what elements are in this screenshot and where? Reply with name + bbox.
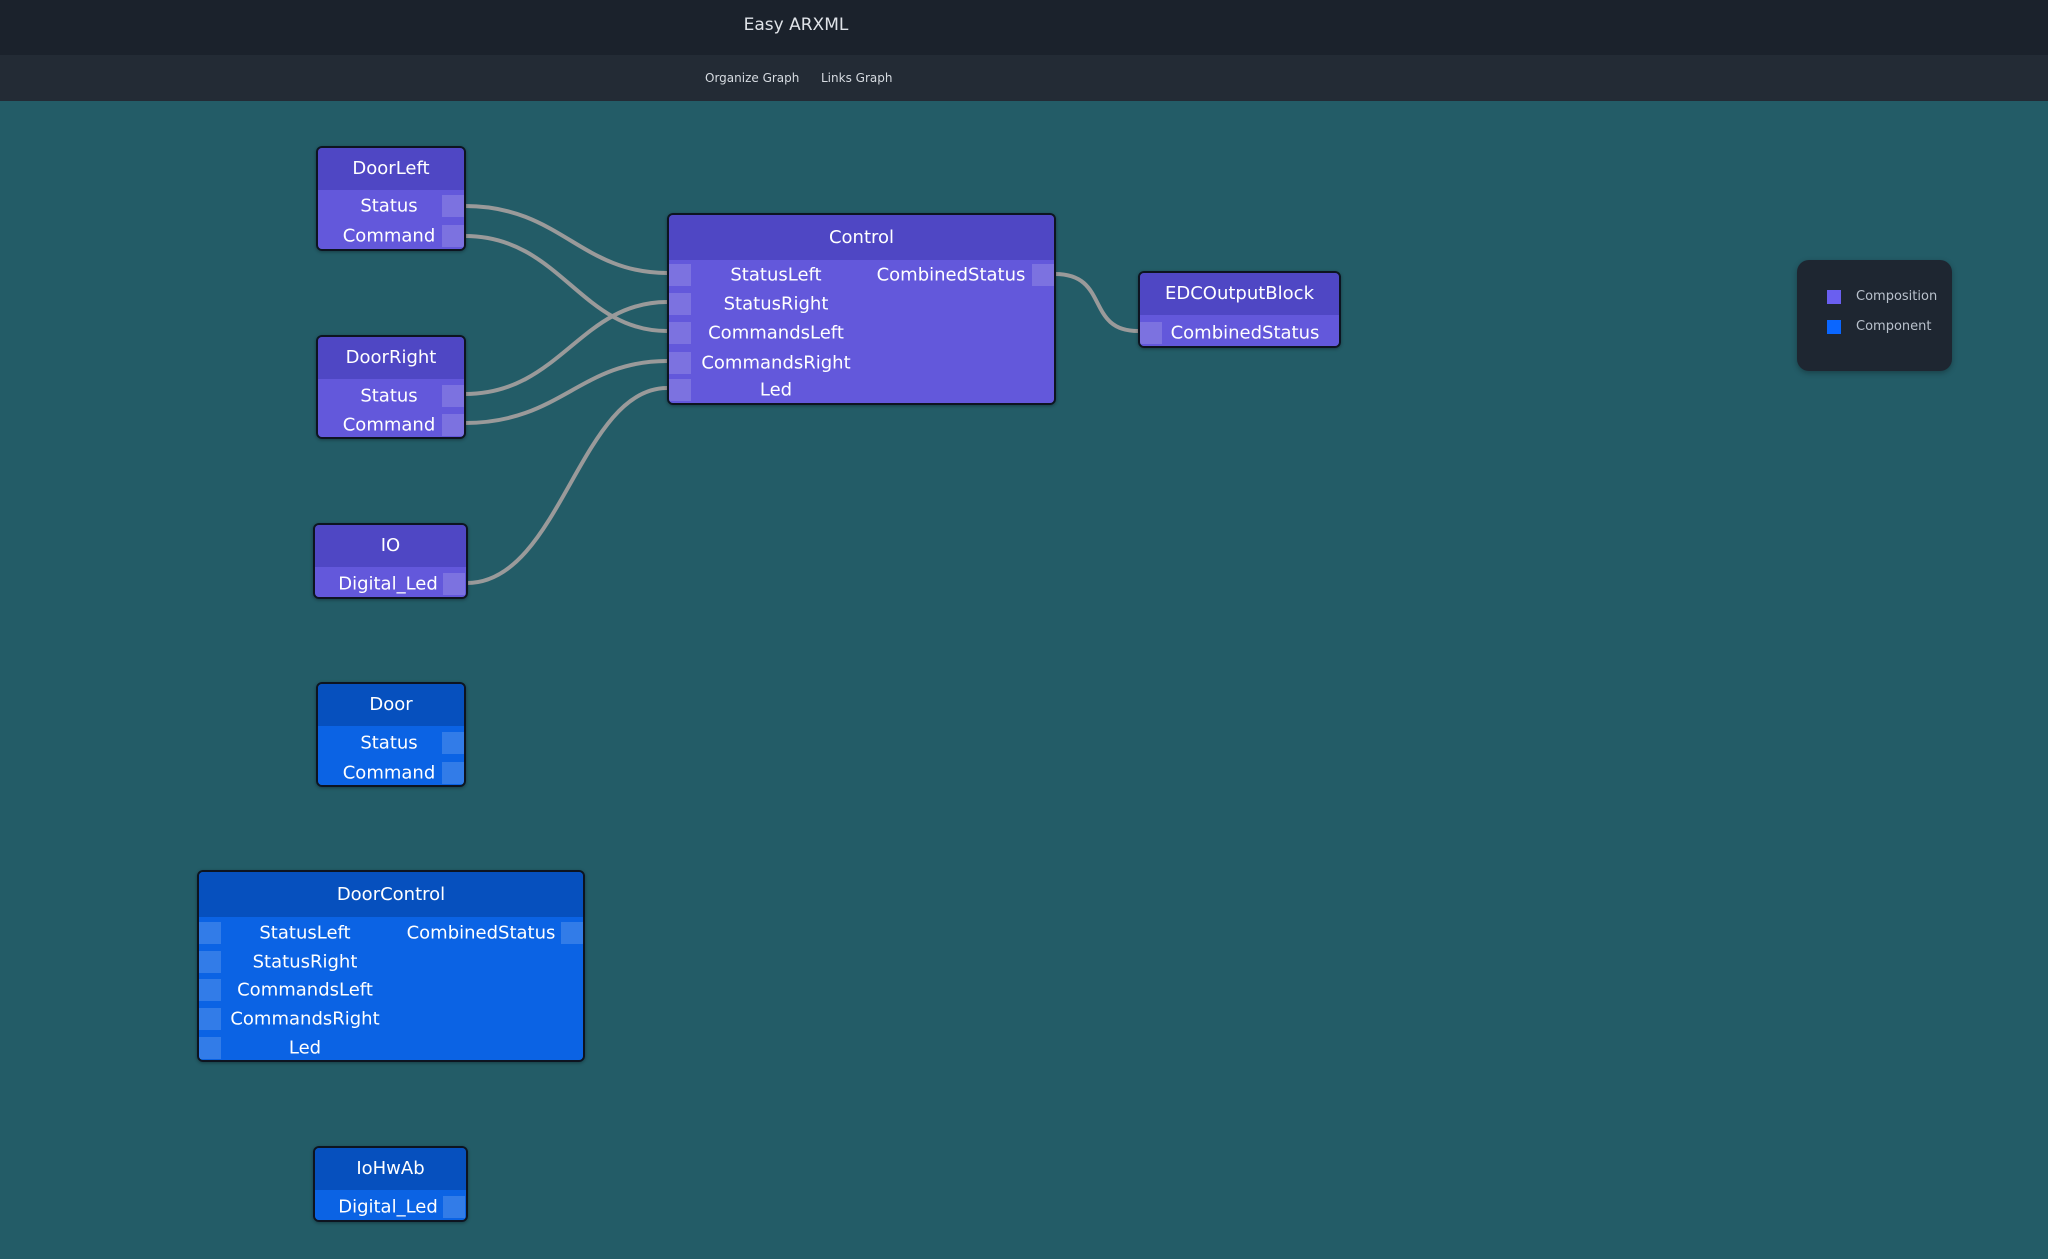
output-handle-command[interactable] [442, 225, 464, 247]
output-handle-status[interactable] [442, 195, 464, 217]
port-label: Command [342, 225, 436, 247]
node-iohwab[interactable]: IoHwAb Digital_Led [313, 1146, 468, 1222]
node-title: DoorControl [199, 872, 583, 917]
node-io[interactable]: IO Digital_Led [313, 523, 468, 599]
node-title: DoorRight [318, 337, 464, 379]
port-label: Digital_Led [338, 573, 438, 595]
input-handle-status-right[interactable] [669, 293, 691, 315]
node-title: IO [315, 525, 466, 567]
output-handle-command[interactable] [442, 414, 464, 436]
port-label: Status [360, 195, 418, 217]
node-edcoutputblock[interactable]: EDCOutputBlock CombinedStatus [1138, 271, 1341, 348]
input-handle-led[interactable] [199, 1037, 221, 1059]
title-bar: Easy ARXML [0, 0, 2048, 55]
node-body: StatusLeft StatusRight CommandsLeft Comm… [669, 260, 1054, 403]
output-handle-status[interactable] [442, 385, 464, 407]
output-handle-digital-led[interactable] [443, 1196, 465, 1218]
port-label: Command [342, 414, 436, 436]
port-label: StatusRight [252, 951, 358, 973]
port-label: Led [759, 379, 793, 401]
input-handle-status-left[interactable] [199, 922, 221, 944]
input-handle-commands-left[interactable] [199, 979, 221, 1001]
input-handle-combined-status[interactable] [1140, 322, 1162, 344]
input-handle-status-right[interactable] [199, 951, 221, 973]
component-swatch-icon [1827, 320, 1841, 334]
input-handle-led[interactable] [669, 379, 691, 401]
port-label: CommandsRight [701, 352, 851, 374]
organize-graph-button[interactable]: Organize Graph [705, 71, 800, 85]
menu-bar: Organize Graph Links Graph [0, 55, 2048, 101]
node-doorcontrol[interactable]: DoorControl StatusLeft StatusRight Comma… [197, 870, 585, 1062]
node-title: DoorLeft [318, 148, 464, 190]
port-label: CombinedStatus [1170, 322, 1320, 344]
node-body: Status Command [318, 190, 464, 249]
node-body: Status Command [318, 726, 464, 785]
node-body: Digital_Led [315, 567, 466, 597]
node-title: EDCOutputBlock [1140, 273, 1339, 315]
node-body: Digital_Led [315, 1190, 466, 1220]
legend-label-composition: Composition [1856, 289, 1938, 304]
node-control[interactable]: Control StatusLeft StatusRight CommandsL… [667, 213, 1056, 405]
node-door[interactable]: Door Status Command [316, 682, 466, 787]
composition-swatch-icon [1827, 290, 1841, 304]
legend-label-component: Component [1856, 319, 1932, 334]
port-label: Command [342, 762, 436, 784]
legend-panel: Composition Component [1797, 260, 1952, 371]
port-label: CommandsLeft [237, 979, 373, 1001]
input-handle-commands-right[interactable] [669, 352, 691, 374]
output-handle-status[interactable] [442, 732, 464, 754]
output-handle-combined-status[interactable] [561, 922, 583, 944]
port-label: CombinedStatus [876, 264, 1026, 286]
links-graph-button[interactable]: Links Graph [821, 71, 893, 85]
port-label: StatusLeft [730, 264, 822, 286]
port-label: Digital_Led [338, 1196, 438, 1218]
port-label: CommandsLeft [708, 322, 844, 344]
node-doorright[interactable]: DoorRight Status Command [316, 335, 466, 439]
port-label: Status [360, 732, 418, 754]
output-handle-command[interactable] [442, 762, 464, 784]
output-handle-combined-status[interactable] [1032, 264, 1054, 286]
app-title: Easy ARXML [743, 15, 849, 35]
output-handle-digital-led[interactable] [443, 573, 465, 595]
node-doorleft[interactable]: DoorLeft Status Command [316, 146, 466, 251]
port-label: CombinedStatus [406, 922, 556, 944]
node-title: IoHwAb [315, 1148, 466, 1190]
node-title: Control [669, 215, 1054, 260]
node-body: CombinedStatus [1140, 315, 1339, 346]
port-label: Status [360, 385, 418, 407]
port-label: StatusRight [723, 293, 829, 315]
port-label: Led [288, 1037, 322, 1059]
port-label: CommandsRight [230, 1008, 380, 1030]
node-title: Door [318, 684, 464, 726]
node-body: Status Command [318, 379, 464, 437]
input-handle-commands-left[interactable] [669, 322, 691, 344]
port-label: StatusLeft [259, 922, 351, 944]
node-body: StatusLeft StatusRight CommandsLeft Comm… [199, 917, 583, 1060]
input-handle-status-left[interactable] [669, 264, 691, 286]
input-handle-commands-right[interactable] [199, 1008, 221, 1030]
